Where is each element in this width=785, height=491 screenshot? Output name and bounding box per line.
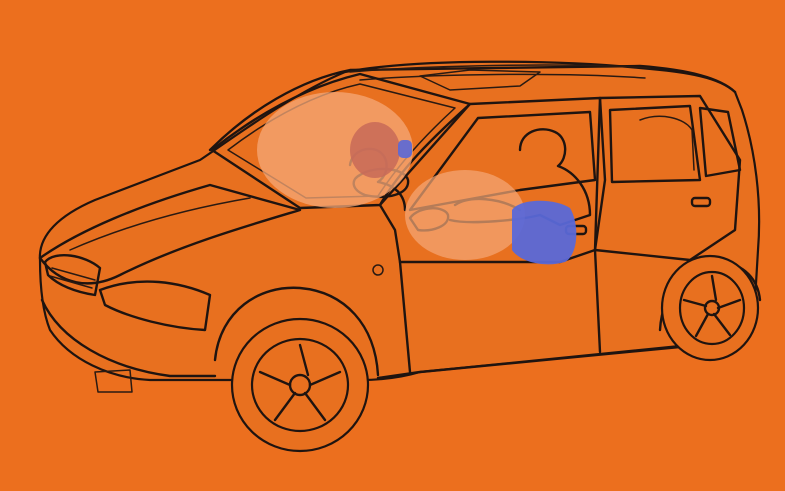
passenger-airbag-core [350, 122, 400, 178]
driver-airbag-icon [405, 170, 525, 260]
front-rim [252, 339, 348, 431]
front-wheel [232, 319, 368, 451]
dashboard-airbag-module-icon [398, 140, 412, 158]
rear-wheel [662, 256, 758, 360]
side-airbag-icon [512, 201, 576, 265]
